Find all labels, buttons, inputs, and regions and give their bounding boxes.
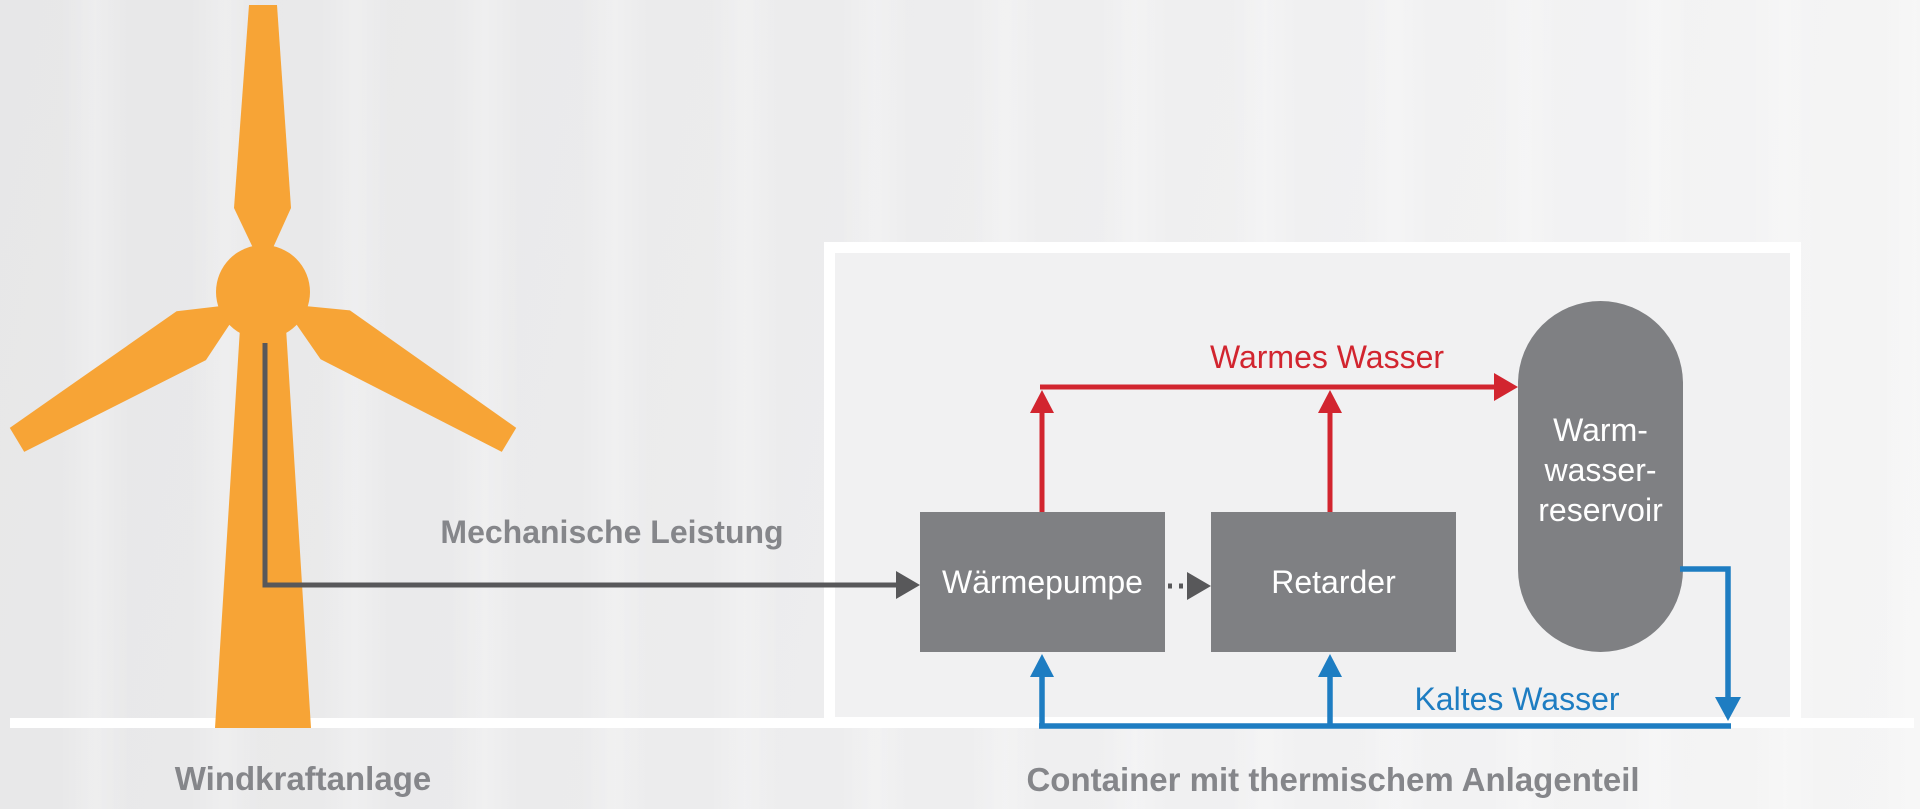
mechanical-power-arrow: [262, 343, 898, 588]
mechanical-power-label: Mechanische Leistung: [440, 514, 784, 550]
reservoir-capsule: [1518, 301, 1683, 652]
turbine-blade-top: [234, 5, 291, 250]
wind-turbine-icon: [9, 5, 517, 728]
warm-water-arrowhead-retarder: [1318, 390, 1342, 413]
retarder-label: Retarder: [1271, 563, 1396, 600]
warm-water-label: Warmes Wasser: [1209, 339, 1445, 375]
cold-water-arrowhead-down: [1715, 697, 1741, 721]
retarder-box: [1211, 512, 1456, 652]
container-outline: [824, 242, 1801, 728]
heat-pump-label: Wärmepumpe: [942, 563, 1143, 600]
cold-water-label: Kaltes Wasser: [1414, 681, 1620, 717]
reservoir-label-line3: reservoir: [1538, 492, 1663, 528]
warm-water-arrowhead-reservoir: [1494, 373, 1518, 401]
cold-water-arrowhead-heatpump: [1030, 654, 1054, 677]
cold-water-arrowhead-retarder: [1318, 654, 1342, 677]
reservoir-label: Warm- wasser- reservoir: [1518, 410, 1683, 530]
turbine-blade-right: [294, 305, 517, 452]
warm-water-lines: [1039, 384, 1494, 512]
heat-pump-box: [920, 512, 1165, 652]
reservoir-label-line2: wasser-: [1544, 452, 1657, 488]
reservoir-label-line1: Warm-: [1553, 412, 1648, 448]
mechanical-power-arrowhead: [896, 571, 920, 599]
container-caption: Container mit thermischem Anlagenteil: [1026, 761, 1640, 798]
turbine-blade-left: [9, 305, 232, 452]
heatpump-retarder-arrowhead: [1187, 572, 1211, 600]
wind-turbine-caption: Windkraftanlage: [174, 760, 432, 797]
turbine-hub: [216, 245, 310, 339]
cold-water-lines: [1039, 566, 1731, 729]
warm-water-arrowhead-heatpump: [1030, 390, 1054, 413]
